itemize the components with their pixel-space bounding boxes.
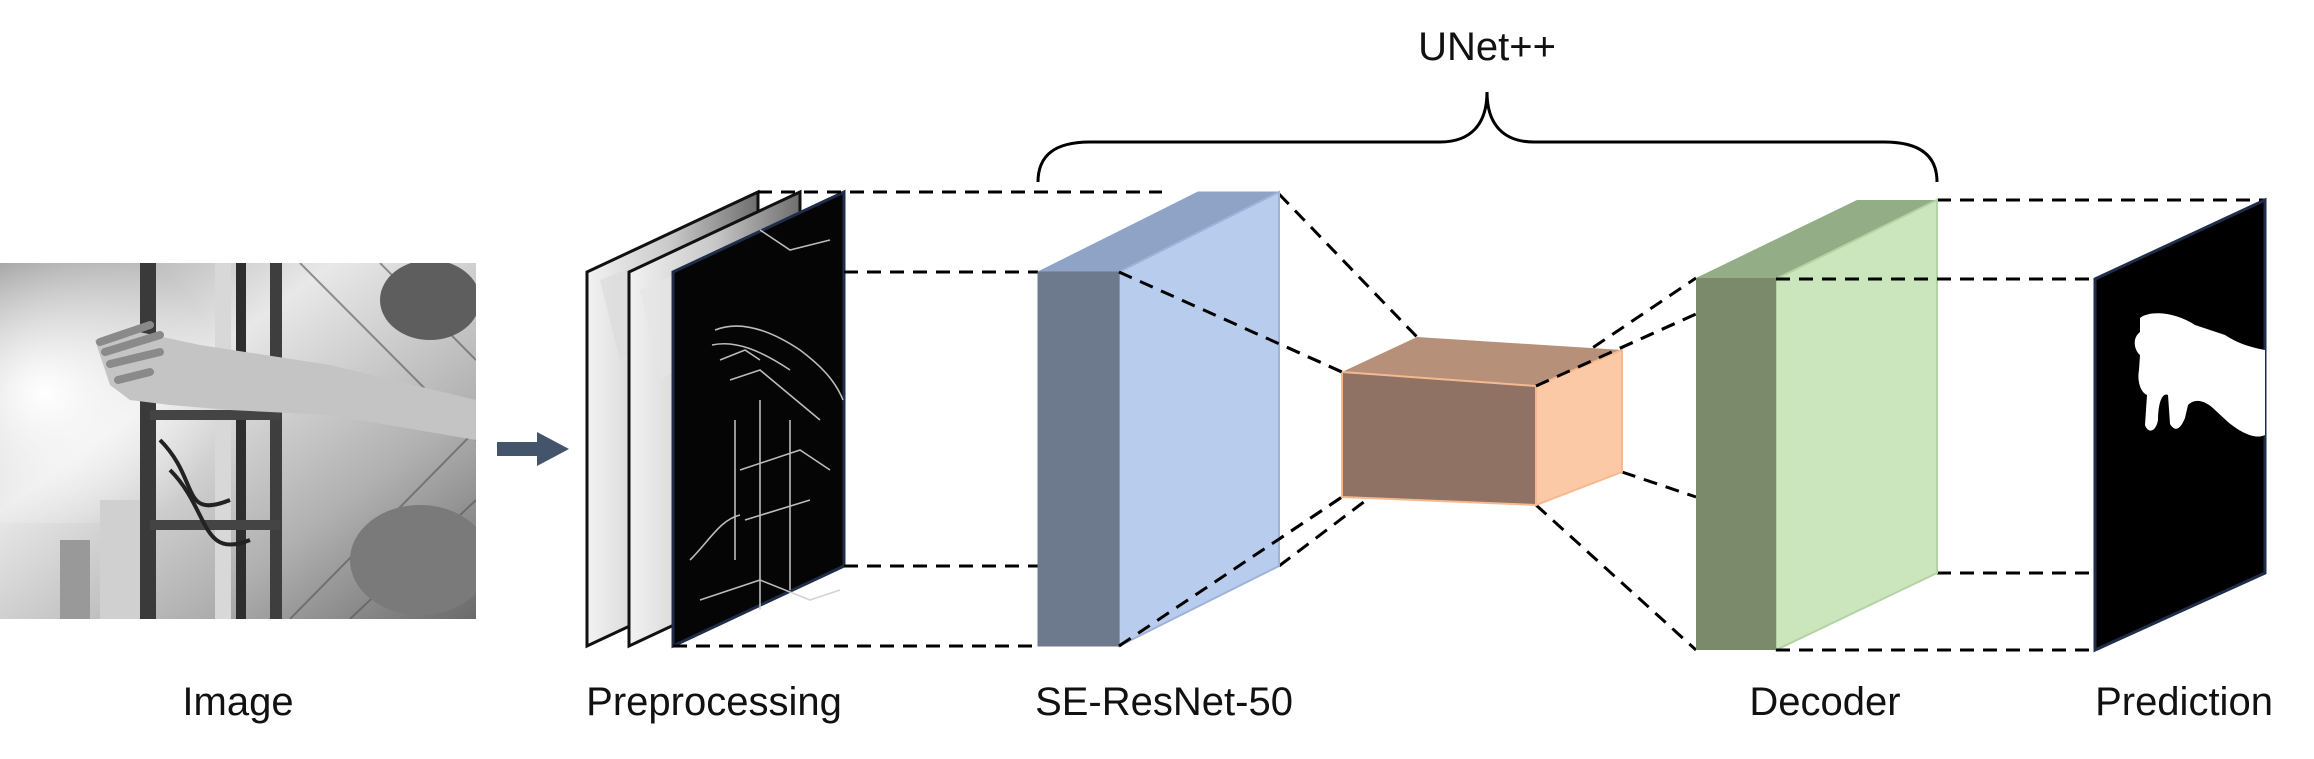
preprocessing-label: Preprocessing bbox=[586, 680, 842, 724]
unetpp-brace bbox=[1036, 91, 1939, 183]
input-image bbox=[0, 263, 476, 619]
decoder-top-face bbox=[1696, 200, 1937, 279]
bottleneck-front-face bbox=[1341, 370, 1537, 507]
encoder-label: SE-ResNet-50 bbox=[1035, 680, 1293, 724]
unetpp-title: UNet++ bbox=[1418, 25, 1556, 69]
bottleneck-top-face bbox=[1342, 337, 1622, 386]
encoder-block bbox=[1037, 190, 1280, 648]
bottleneck-block bbox=[1341, 337, 1623, 507]
prediction-mask bbox=[2093, 197, 2267, 653]
image-label: Image bbox=[182, 680, 294, 724]
preprocessing-stack bbox=[585, 189, 846, 649]
encoder-front-face bbox=[1037, 271, 1120, 647]
prediction-label: Prediction bbox=[2095, 680, 2273, 724]
encoder-side-face bbox=[1118, 190, 1280, 648]
decoder-side-face bbox=[1775, 198, 1938, 652]
decoder-front-face bbox=[1696, 278, 1776, 650]
preprocessing-slice-3 bbox=[671, 189, 846, 649]
right-arrow-icon bbox=[497, 432, 569, 466]
decoder-label: Decoder bbox=[1749, 680, 1901, 724]
decoder-block bbox=[1696, 198, 1938, 652]
